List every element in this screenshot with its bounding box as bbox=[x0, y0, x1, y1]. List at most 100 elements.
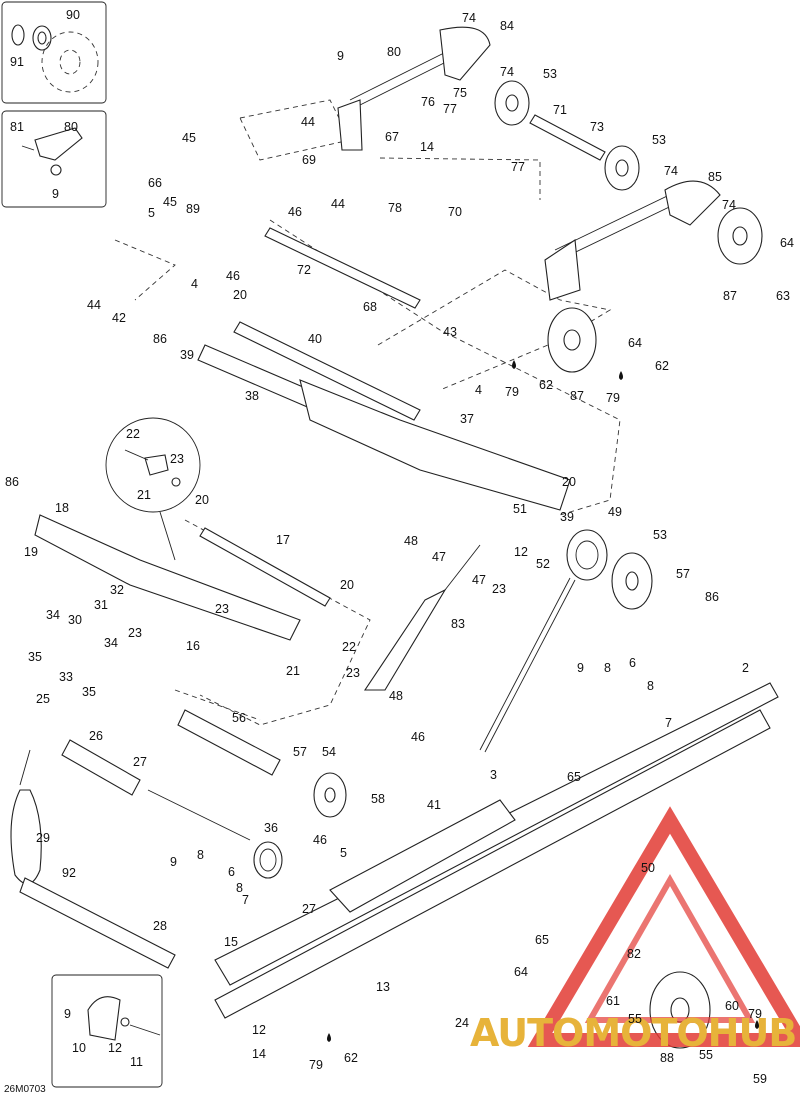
callout-label: 64 bbox=[514, 965, 528, 979]
callout-label: 86 bbox=[153, 332, 167, 346]
callout-label: 9 bbox=[170, 855, 177, 869]
callout-label: 35 bbox=[82, 685, 96, 699]
callout-label: 79 bbox=[606, 391, 620, 405]
callout-label: 88 bbox=[660, 1051, 674, 1065]
rear-swing-arm bbox=[299, 379, 571, 511]
callout-label: 14 bbox=[420, 140, 434, 154]
callout-label: 91 bbox=[10, 55, 24, 69]
callout-label: 44 bbox=[87, 298, 101, 312]
diagram-code: 26M0703 bbox=[4, 1084, 46, 1095]
callout-label: 2 bbox=[742, 661, 749, 675]
callout-label: 68 bbox=[363, 300, 377, 314]
callout-label: 72 bbox=[297, 263, 311, 277]
callout-label: 13 bbox=[376, 980, 390, 994]
callout-label: 51 bbox=[513, 502, 527, 516]
callout-label: 81 bbox=[10, 120, 24, 134]
callout-label: 75 bbox=[453, 86, 467, 100]
callout-label: 38 bbox=[245, 389, 259, 403]
callout-label: 92 bbox=[62, 866, 76, 880]
callout-label: 86 bbox=[5, 475, 19, 489]
callout-label: 10 bbox=[72, 1041, 86, 1055]
callout-label: 87 bbox=[723, 289, 737, 303]
callout-label: 52 bbox=[536, 557, 550, 571]
callout-label: 57 bbox=[676, 567, 690, 581]
callout-label: 14 bbox=[252, 1047, 266, 1061]
callout-label: 9 bbox=[52, 187, 59, 201]
callout-label: 4 bbox=[191, 277, 198, 291]
callout-label: 64 bbox=[628, 336, 642, 350]
callout-label: 46 bbox=[288, 205, 302, 219]
callout-label: 29 bbox=[36, 831, 50, 845]
callout-label: 46 bbox=[313, 833, 327, 847]
callout-label: 9 bbox=[337, 49, 344, 63]
callout-label: 46 bbox=[226, 269, 240, 283]
callout-label: 65 bbox=[535, 933, 549, 947]
callout-label: 25 bbox=[36, 692, 50, 706]
callout-label: 56 bbox=[232, 711, 246, 725]
callout-label: 35 bbox=[28, 650, 42, 664]
callout-label: 22 bbox=[126, 427, 140, 441]
callout-label: 54 bbox=[322, 745, 336, 759]
callout-label: 53 bbox=[543, 67, 557, 81]
shaft bbox=[233, 321, 421, 421]
callout-label: 20 bbox=[340, 578, 354, 592]
callout-label: 27 bbox=[302, 902, 316, 916]
front-arm-plate bbox=[439, 26, 491, 81]
callout-label: 16 bbox=[186, 639, 200, 653]
slider-block bbox=[87, 996, 121, 1041]
inset-box-bracket bbox=[1, 110, 107, 208]
callout-label: 85 bbox=[708, 170, 722, 184]
front-arm-bracket bbox=[337, 99, 363, 151]
callout-label: 48 bbox=[389, 689, 403, 703]
rear-arm-plate bbox=[664, 180, 721, 226]
callout-label: 7 bbox=[665, 716, 672, 730]
callout-label: 79 bbox=[505, 385, 519, 399]
callout-label: 43 bbox=[443, 325, 457, 339]
callout-label: 55 bbox=[699, 1048, 713, 1062]
callout-label: 87 bbox=[570, 389, 584, 403]
callout-label: 53 bbox=[653, 528, 667, 542]
callout-label: 67 bbox=[385, 130, 399, 144]
torsion-spring bbox=[566, 529, 608, 581]
callout-label: 23 bbox=[128, 626, 142, 640]
callout-label: 40 bbox=[308, 332, 322, 346]
callout-label: 63 bbox=[776, 289, 790, 303]
idler-wheel-outline bbox=[41, 31, 99, 93]
callout-label: 36 bbox=[264, 821, 278, 835]
callout-label: 62 bbox=[655, 359, 669, 373]
callout-label: 23 bbox=[170, 452, 184, 466]
shaft bbox=[177, 709, 281, 776]
callout-label: 47 bbox=[472, 573, 486, 587]
sleeve bbox=[61, 739, 141, 796]
callout-label: 58 bbox=[371, 792, 385, 806]
callout-label: 3 bbox=[490, 768, 497, 782]
callout-label: 27 bbox=[133, 755, 147, 769]
callout-label: 41 bbox=[427, 798, 441, 812]
callout-label: 66 bbox=[148, 176, 162, 190]
callout-label: 57 bbox=[293, 745, 307, 759]
callout-label: 47 bbox=[432, 550, 446, 564]
shock-absorber bbox=[363, 588, 447, 691]
callout-label: 12 bbox=[108, 1041, 122, 1055]
callout-label: 64 bbox=[780, 236, 794, 250]
lubricant-drop-icon bbox=[512, 360, 516, 369]
callout-label: 90 bbox=[66, 8, 80, 22]
callout-label: 21 bbox=[137, 488, 151, 502]
callout-label: 77 bbox=[443, 102, 457, 116]
callout-label: 69 bbox=[302, 153, 316, 167]
circlip-part bbox=[11, 24, 25, 46]
callout-label: 79 bbox=[748, 1007, 762, 1021]
callout-label: 5 bbox=[148, 206, 155, 220]
callout-label: 70 bbox=[448, 205, 462, 219]
torsion-spring bbox=[253, 841, 283, 879]
callout-label: 84 bbox=[500, 19, 514, 33]
callout-label: 17 bbox=[276, 533, 290, 547]
callout-label: 79 bbox=[309, 1058, 323, 1072]
callout-label: 33 bbox=[59, 670, 73, 684]
callout-label: 21 bbox=[286, 664, 300, 678]
callout-label: 62 bbox=[539, 378, 553, 392]
callout-label: 6 bbox=[629, 656, 636, 670]
callout-label: 23 bbox=[215, 602, 229, 616]
callout-label: 74 bbox=[500, 65, 514, 79]
